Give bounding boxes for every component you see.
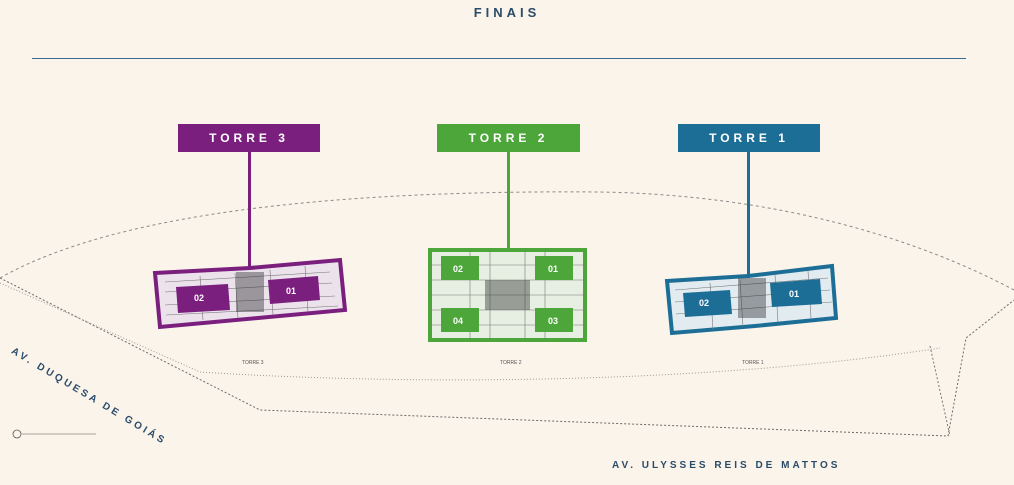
tower-2-site-label: TORRE 2 bbox=[500, 360, 522, 366]
tower-3-label[interactable]: TORRE 3 bbox=[178, 124, 320, 152]
tower-1-unit-01-label: 01 bbox=[789, 289, 799, 299]
tower-1-site-label: TORRE 1 bbox=[742, 360, 764, 366]
tower-2-label[interactable]: TORRE 2 bbox=[437, 124, 580, 152]
tower-2-unit-04-label: 04 bbox=[453, 316, 463, 326]
page-title: FINAIS bbox=[473, 5, 541, 20]
scale-marker bbox=[12, 429, 96, 439]
tower-3-unit-01-label: 01 bbox=[286, 286, 296, 296]
tower-3-footprint[interactable]: 02 01 bbox=[152, 257, 348, 330]
street-ulysses-reis-de-mattos: AV. ULYSSES REIS DE MATTOS bbox=[612, 460, 841, 471]
tower-1-label[interactable]: TORRE 1 bbox=[678, 124, 820, 152]
tower-3-site-label: TORRE 3 bbox=[242, 360, 264, 366]
tower-2-footprint[interactable]: 02 01 04 03 bbox=[428, 248, 587, 342]
tower-1-footprint[interactable]: 02 01 bbox=[664, 263, 839, 336]
tower-2-unit-02-label: 02 bbox=[453, 264, 463, 274]
tower-3-unit-02-label: 02 bbox=[194, 293, 204, 303]
tower-3-connector bbox=[248, 152, 251, 270]
tower-1-unit-02-label: 02 bbox=[699, 298, 709, 308]
tower-2-connector bbox=[507, 152, 510, 250]
tower-1-connector bbox=[747, 152, 750, 278]
tower-2-unit-03-label: 03 bbox=[548, 316, 558, 326]
tower-2-unit-01-label: 01 bbox=[548, 264, 558, 274]
header-divider bbox=[32, 58, 966, 59]
